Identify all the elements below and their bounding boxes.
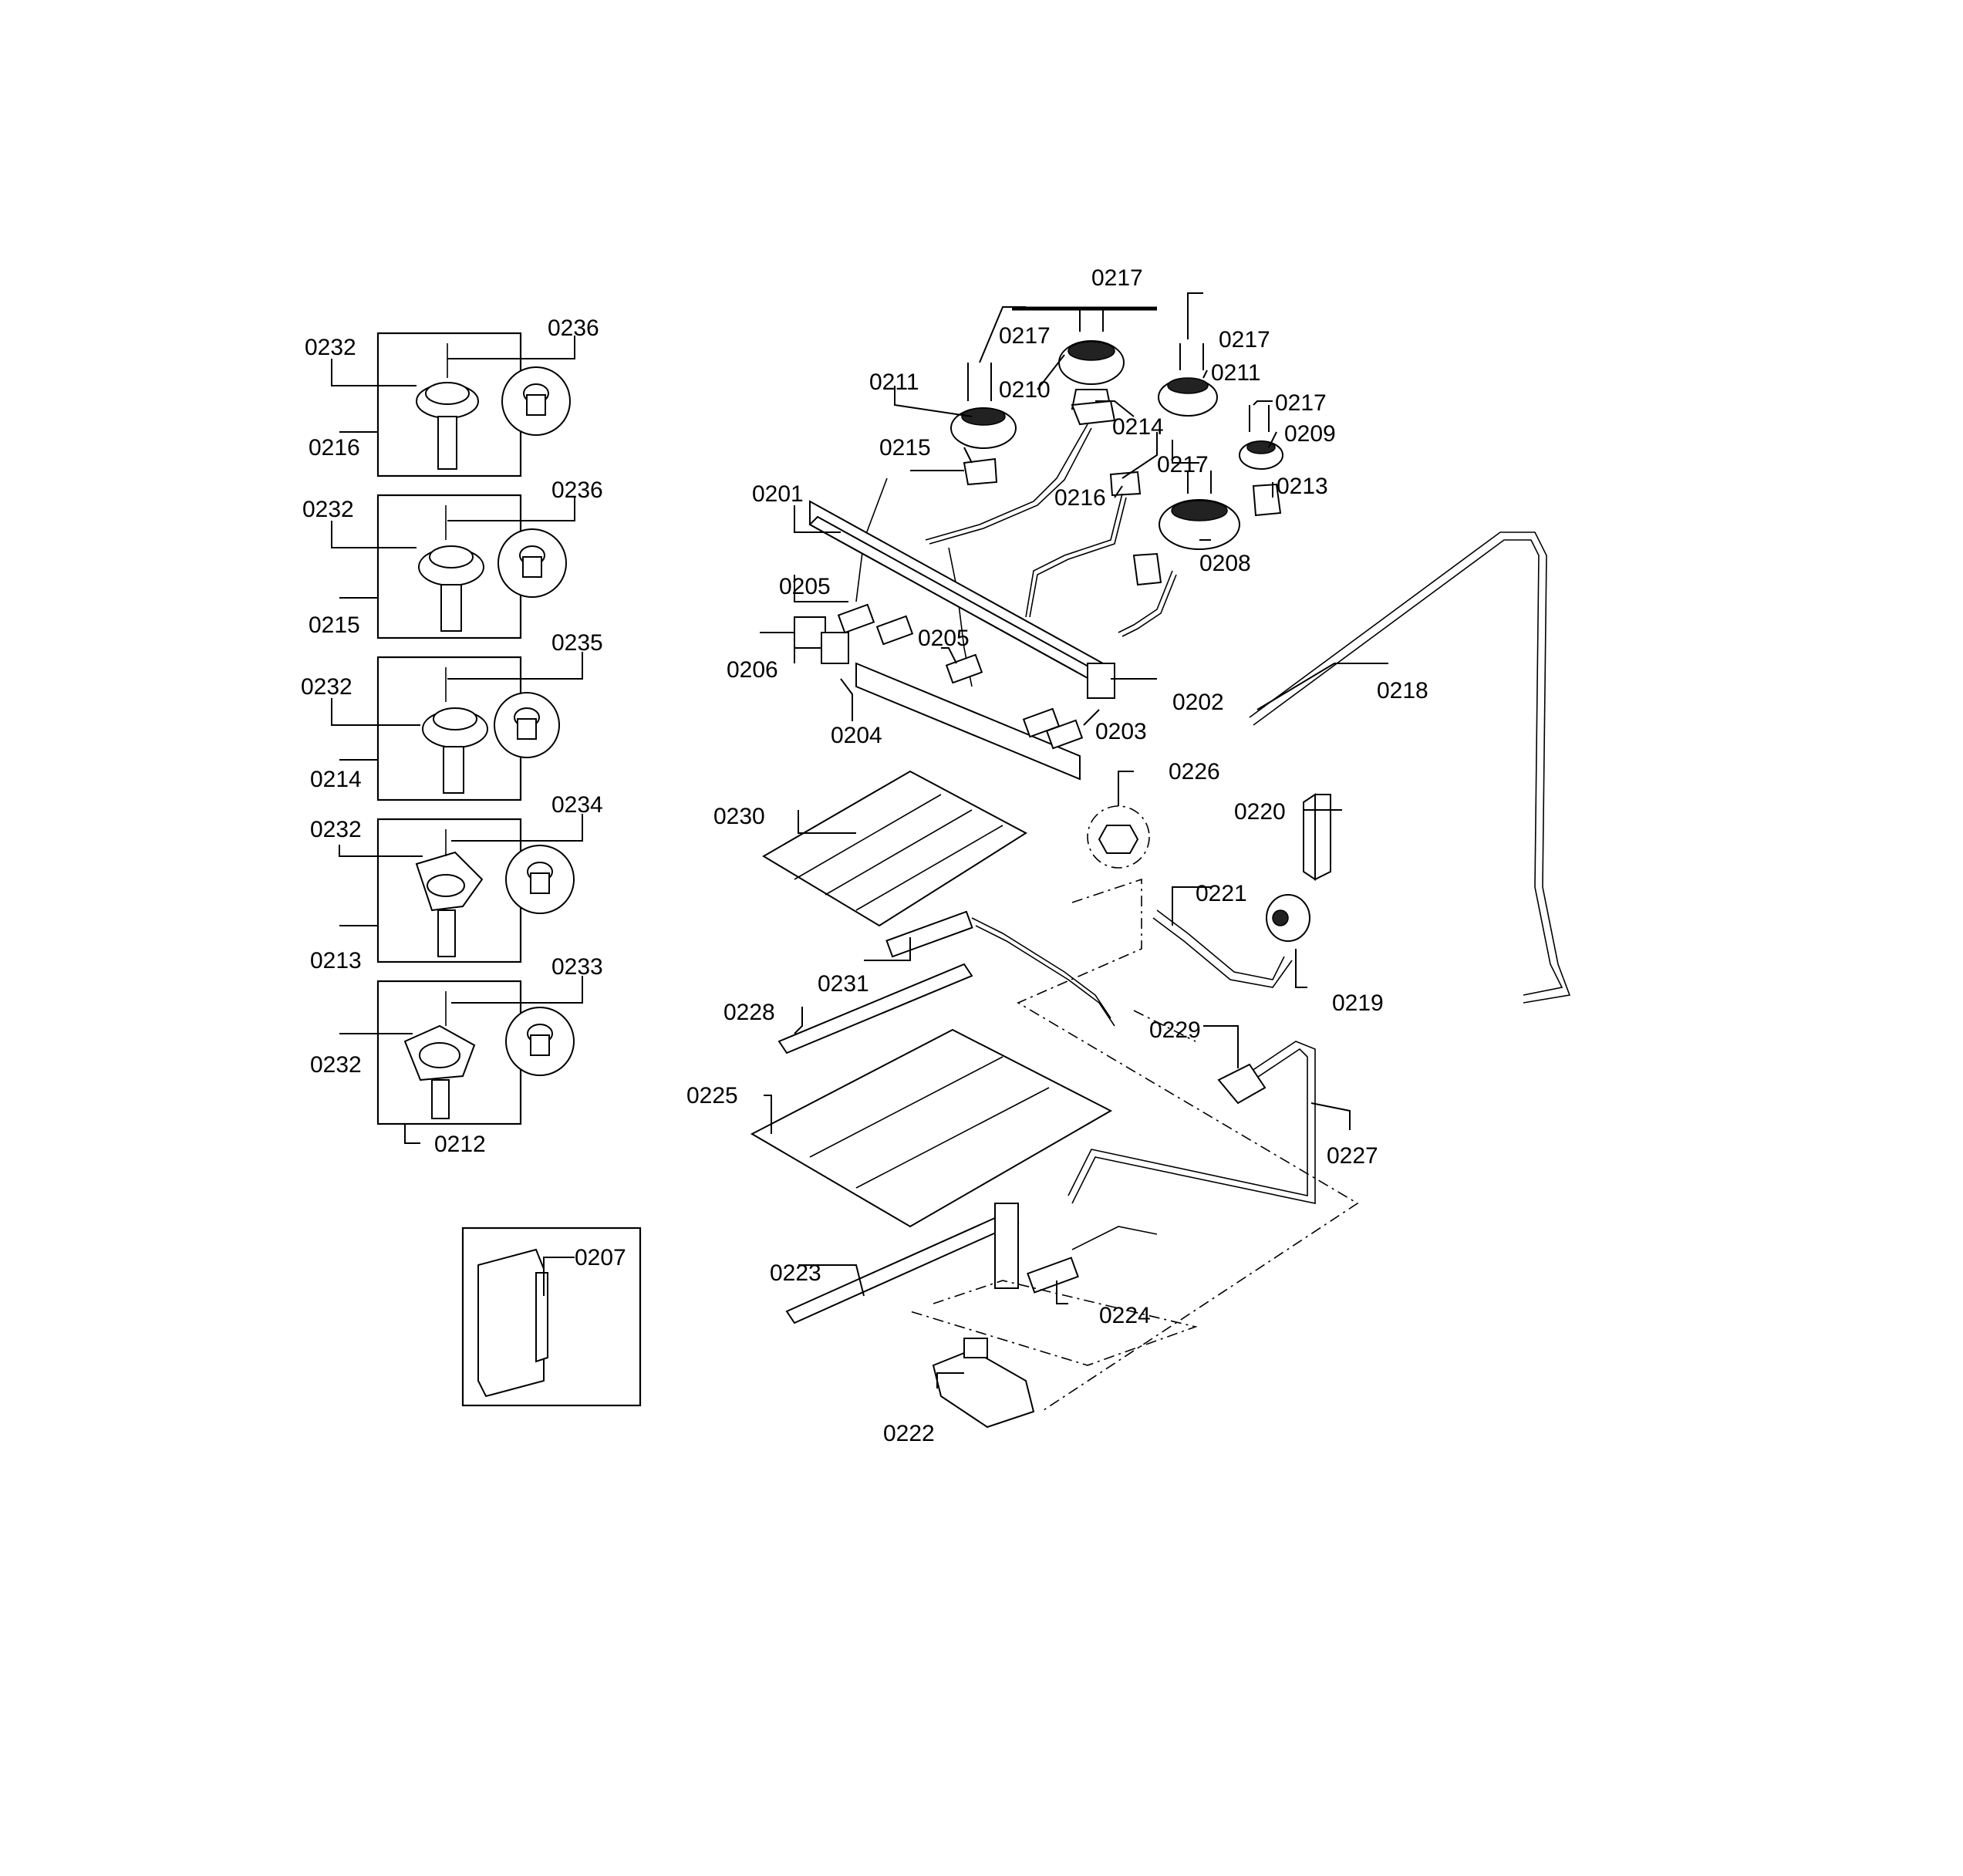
tube-0227 [1068, 1041, 1316, 1204]
label-0232e: 0232 [310, 1052, 362, 1078]
inset-burner-0215 [376, 494, 567, 639]
label-0216b: 0216 [1054, 485, 1106, 511]
burner-cap-0211-right [1158, 377, 1218, 417]
heat-shield-0230 [762, 770, 1027, 927]
burner-cap-0209 [1239, 440, 1283, 470]
bracket-0228 [777, 963, 973, 1054]
label-0214a: 0214 [310, 767, 362, 792]
label-0222: 0222 [883, 1421, 935, 1446]
igniter-0231 [885, 910, 1115, 1027]
label-0210: 0210 [999, 377, 1051, 403]
label-0233: 0233 [551, 954, 603, 980]
label-0218: 0218 [1377, 678, 1428, 704]
tube-0221 [1152, 909, 1293, 988]
label-0217c: 0217 [1219, 327, 1270, 353]
label-0206: 0206 [727, 657, 778, 683]
tube-0218 [1249, 531, 1571, 1004]
nut-0226 [1087, 805, 1150, 869]
label-0205a: 0205 [779, 574, 831, 599]
label-0207: 0207 [575, 1245, 626, 1270]
label-0216a: 0216 [309, 435, 360, 461]
part-0224 [1027, 1226, 1158, 1294]
label-0205b: 0205 [918, 626, 970, 651]
label-0211b: 0211 [1211, 360, 1261, 386]
inset-burner-0214 [376, 656, 560, 801]
label-0231: 0231 [818, 971, 869, 997]
label-0213b: 0213 [1277, 474, 1328, 499]
label-0219: 0219 [1332, 990, 1384, 1016]
burner-cap-0208 [1159, 499, 1240, 550]
label-0232c: 0232 [301, 674, 352, 700]
label-0213a: 0213 [310, 948, 362, 973]
label-0235: 0235 [551, 630, 603, 656]
label-0236a: 0236 [548, 315, 599, 341]
label-0203: 0203 [1095, 719, 1147, 744]
label-0228: 0228 [723, 1000, 775, 1025]
burner-cap-0211-left [950, 407, 1017, 449]
label-0227: 0227 [1327, 1143, 1378, 1169]
label-0225: 0225 [686, 1083, 738, 1108]
label-0221: 0221 [1196, 881, 1247, 906]
rail-0223 [785, 1203, 1020, 1324]
label-0224: 0224 [1099, 1303, 1151, 1328]
label-0232a: 0232 [305, 335, 356, 360]
burner-cap-0210 [1058, 340, 1125, 410]
label-0217e: 0217 [1157, 452, 1209, 477]
inset-burner-0213 [376, 818, 575, 963]
inset-part-0207 [461, 1226, 642, 1407]
label-0212: 0212 [434, 1132, 486, 1157]
gas-tubes [855, 423, 1177, 687]
label-0215b: 0215 [879, 435, 931, 461]
part-0222 [932, 1338, 1035, 1429]
label-0202: 0202 [1172, 690, 1224, 715]
label-0209: 0209 [1284, 421, 1336, 447]
main-leaders [760, 292, 1388, 1388]
label-0223: 0223 [770, 1260, 821, 1286]
manifold-bar [794, 500, 1115, 781]
label-0215a: 0215 [309, 612, 360, 638]
screws-0217 [967, 306, 1270, 494]
label-0232b: 0232 [302, 497, 354, 522]
label-0217d: 0217 [1275, 390, 1327, 416]
inset-burner-0216 [376, 332, 571, 477]
inset-leaders [331, 336, 583, 1144]
plate-0225 [750, 1028, 1113, 1228]
label-0208: 0208 [1199, 551, 1251, 576]
part-labels: 0236 0232 0216 0236 0232 0215 0235 0232 … [301, 265, 1428, 1446]
label-0217b: 0217 [999, 323, 1051, 349]
label-0217a: 0217 [1091, 265, 1143, 291]
gas-valves [837, 603, 1084, 750]
regulator-0219 [1266, 894, 1310, 942]
label-0220: 0220 [1234, 799, 1286, 825]
label-0201: 0201 [752, 481, 804, 507]
label-0204: 0204 [831, 723, 882, 748]
label-0214b: 0214 [1112, 414, 1164, 440]
burner-bodies [963, 400, 1282, 586]
label-0211a: 0211 [869, 369, 919, 395]
label-0230: 0230 [713, 804, 765, 829]
inset-burner-0212 [376, 980, 575, 1125]
label-0234: 0234 [551, 792, 603, 818]
dashed-assembly-lines [909, 878, 1359, 1412]
label-0232d: 0232 [310, 817, 362, 842]
label-0236b: 0236 [551, 477, 603, 503]
label-0229: 0229 [1149, 1017, 1201, 1043]
bracket-0220 [1303, 793, 1331, 881]
label-0226: 0226 [1169, 759, 1220, 784]
